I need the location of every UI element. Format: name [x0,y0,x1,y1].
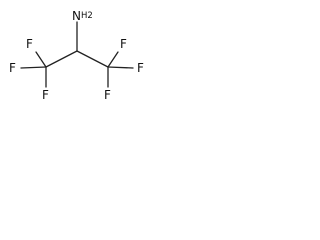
structure-diagram: NH2 F F F F F F [9,9,144,102]
bond-c3-f-right [107,66,134,69]
fluorine-label-right-lower: F [104,88,111,102]
bond-c1-f-upper [35,51,47,68]
fluorine-label-right-upper: F [120,37,127,51]
amine-label: NH2 [72,9,93,23]
bond-c1-f-left [20,66,47,69]
bond-group [20,21,134,88]
atom-label-group: NH2 F F F F F F [9,9,144,102]
bond-c1-c2 [45,50,78,68]
fluorine-label-left: F [9,61,16,75]
fluorine-label-left-lower: F [42,88,49,102]
amine-n-label: N [72,9,81,23]
amine-h2-label: H2 [81,11,93,21]
fluorine-label-right: F [137,61,144,75]
bond-c3-f-upper [107,51,119,68]
fluorine-label-left-upper: F [26,37,33,51]
bond-c2-c3 [76,50,109,68]
